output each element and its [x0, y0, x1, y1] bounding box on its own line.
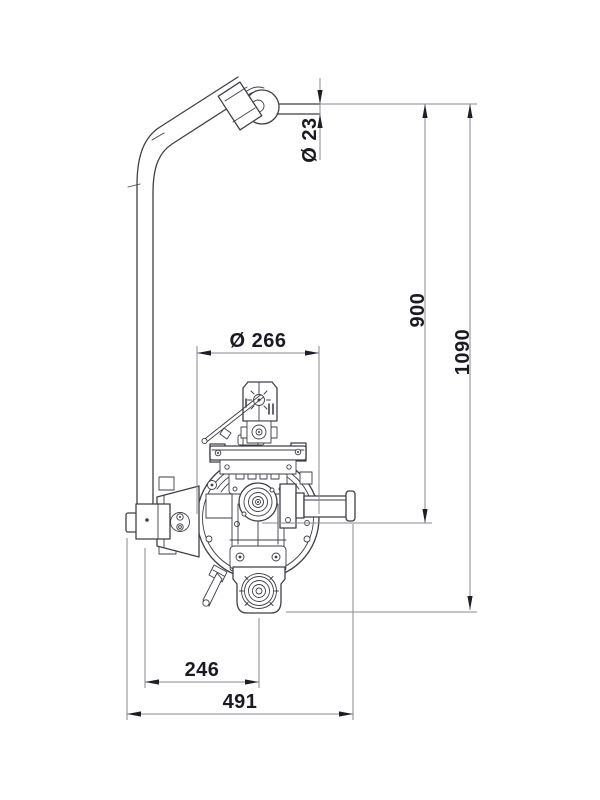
dim-arrow	[305, 350, 319, 356]
lever-collar	[219, 427, 232, 440]
dim-arrow	[317, 114, 323, 128]
dim-label-overall-width: 491	[223, 691, 258, 713]
dimension-housing-diameter: Ø 266	[196, 330, 320, 514]
output-shaft	[239, 573, 279, 609]
clamp-body	[135, 503, 171, 540]
dim-arrow	[245, 679, 259, 685]
handle-collar	[295, 492, 305, 519]
swivel-clamp-block	[217, 81, 263, 131]
dim-arrow	[467, 596, 473, 610]
inner-frame	[205, 467, 288, 570]
release-lever	[202, 564, 228, 607]
dimension-rod-diameter: Ø 23	[299, 78, 323, 163]
shaft-ring-ticks	[239, 576, 279, 606]
support-mast	[127, 76, 246, 505]
top-clamp-bar	[209, 442, 307, 475]
dimension-height-1090: 1090	[286, 104, 477, 613]
handle-mount-tab	[299, 471, 313, 485]
dim-arrow	[127, 711, 141, 717]
dim-arrow	[467, 104, 473, 118]
dim-label-height-1090: 1090	[452, 329, 474, 376]
support-rod	[276, 103, 321, 115]
drive-hub	[238, 482, 278, 522]
clamp-bar-body	[209, 445, 307, 461]
dim-label-rod-diameter: Ø 23	[299, 117, 321, 162]
mast-weld-seams	[127, 132, 165, 188]
handle-grip	[303, 495, 350, 518]
dial-ticks	[245, 388, 271, 410]
dim-label-height-900: 900	[407, 293, 429, 328]
dim-arrow	[339, 711, 353, 717]
swivel-head	[217, 81, 321, 131]
bottom-shaft-housing	[202, 564, 286, 614]
left-side-plate	[205, 493, 233, 519]
dim-arrow	[422, 509, 428, 523]
dim-arrow	[422, 104, 428, 118]
dim-arrow	[317, 90, 323, 104]
swivel-clamp-details	[224, 86, 265, 123]
dimension-overall-width: 491	[126, 524, 354, 720]
dim-arrow	[197, 350, 211, 356]
mast-outer-edge	[136, 76, 239, 186]
carry-handle	[279, 471, 356, 529]
mast-inner-edge	[152, 96, 246, 194]
clamp-bar-base	[219, 459, 297, 475]
plate-marks	[268, 403, 274, 415]
adjustment-assembly	[201, 381, 278, 446]
handle-end-flange	[345, 490, 356, 522]
dim-label-mast-to-shaft: 246	[185, 659, 220, 681]
mast-clamp	[125, 503, 171, 540]
dimension-mast-to-shaft: 246	[144, 548, 260, 688]
clamp-lever	[201, 394, 264, 445]
dim-arrow	[145, 679, 159, 685]
dimension-height-900: 900	[262, 104, 432, 524]
lower-plate-screws	[235, 552, 281, 562]
dim-label-housing-diameter: Ø 266	[230, 330, 287, 352]
lever-tip	[201, 437, 208, 445]
